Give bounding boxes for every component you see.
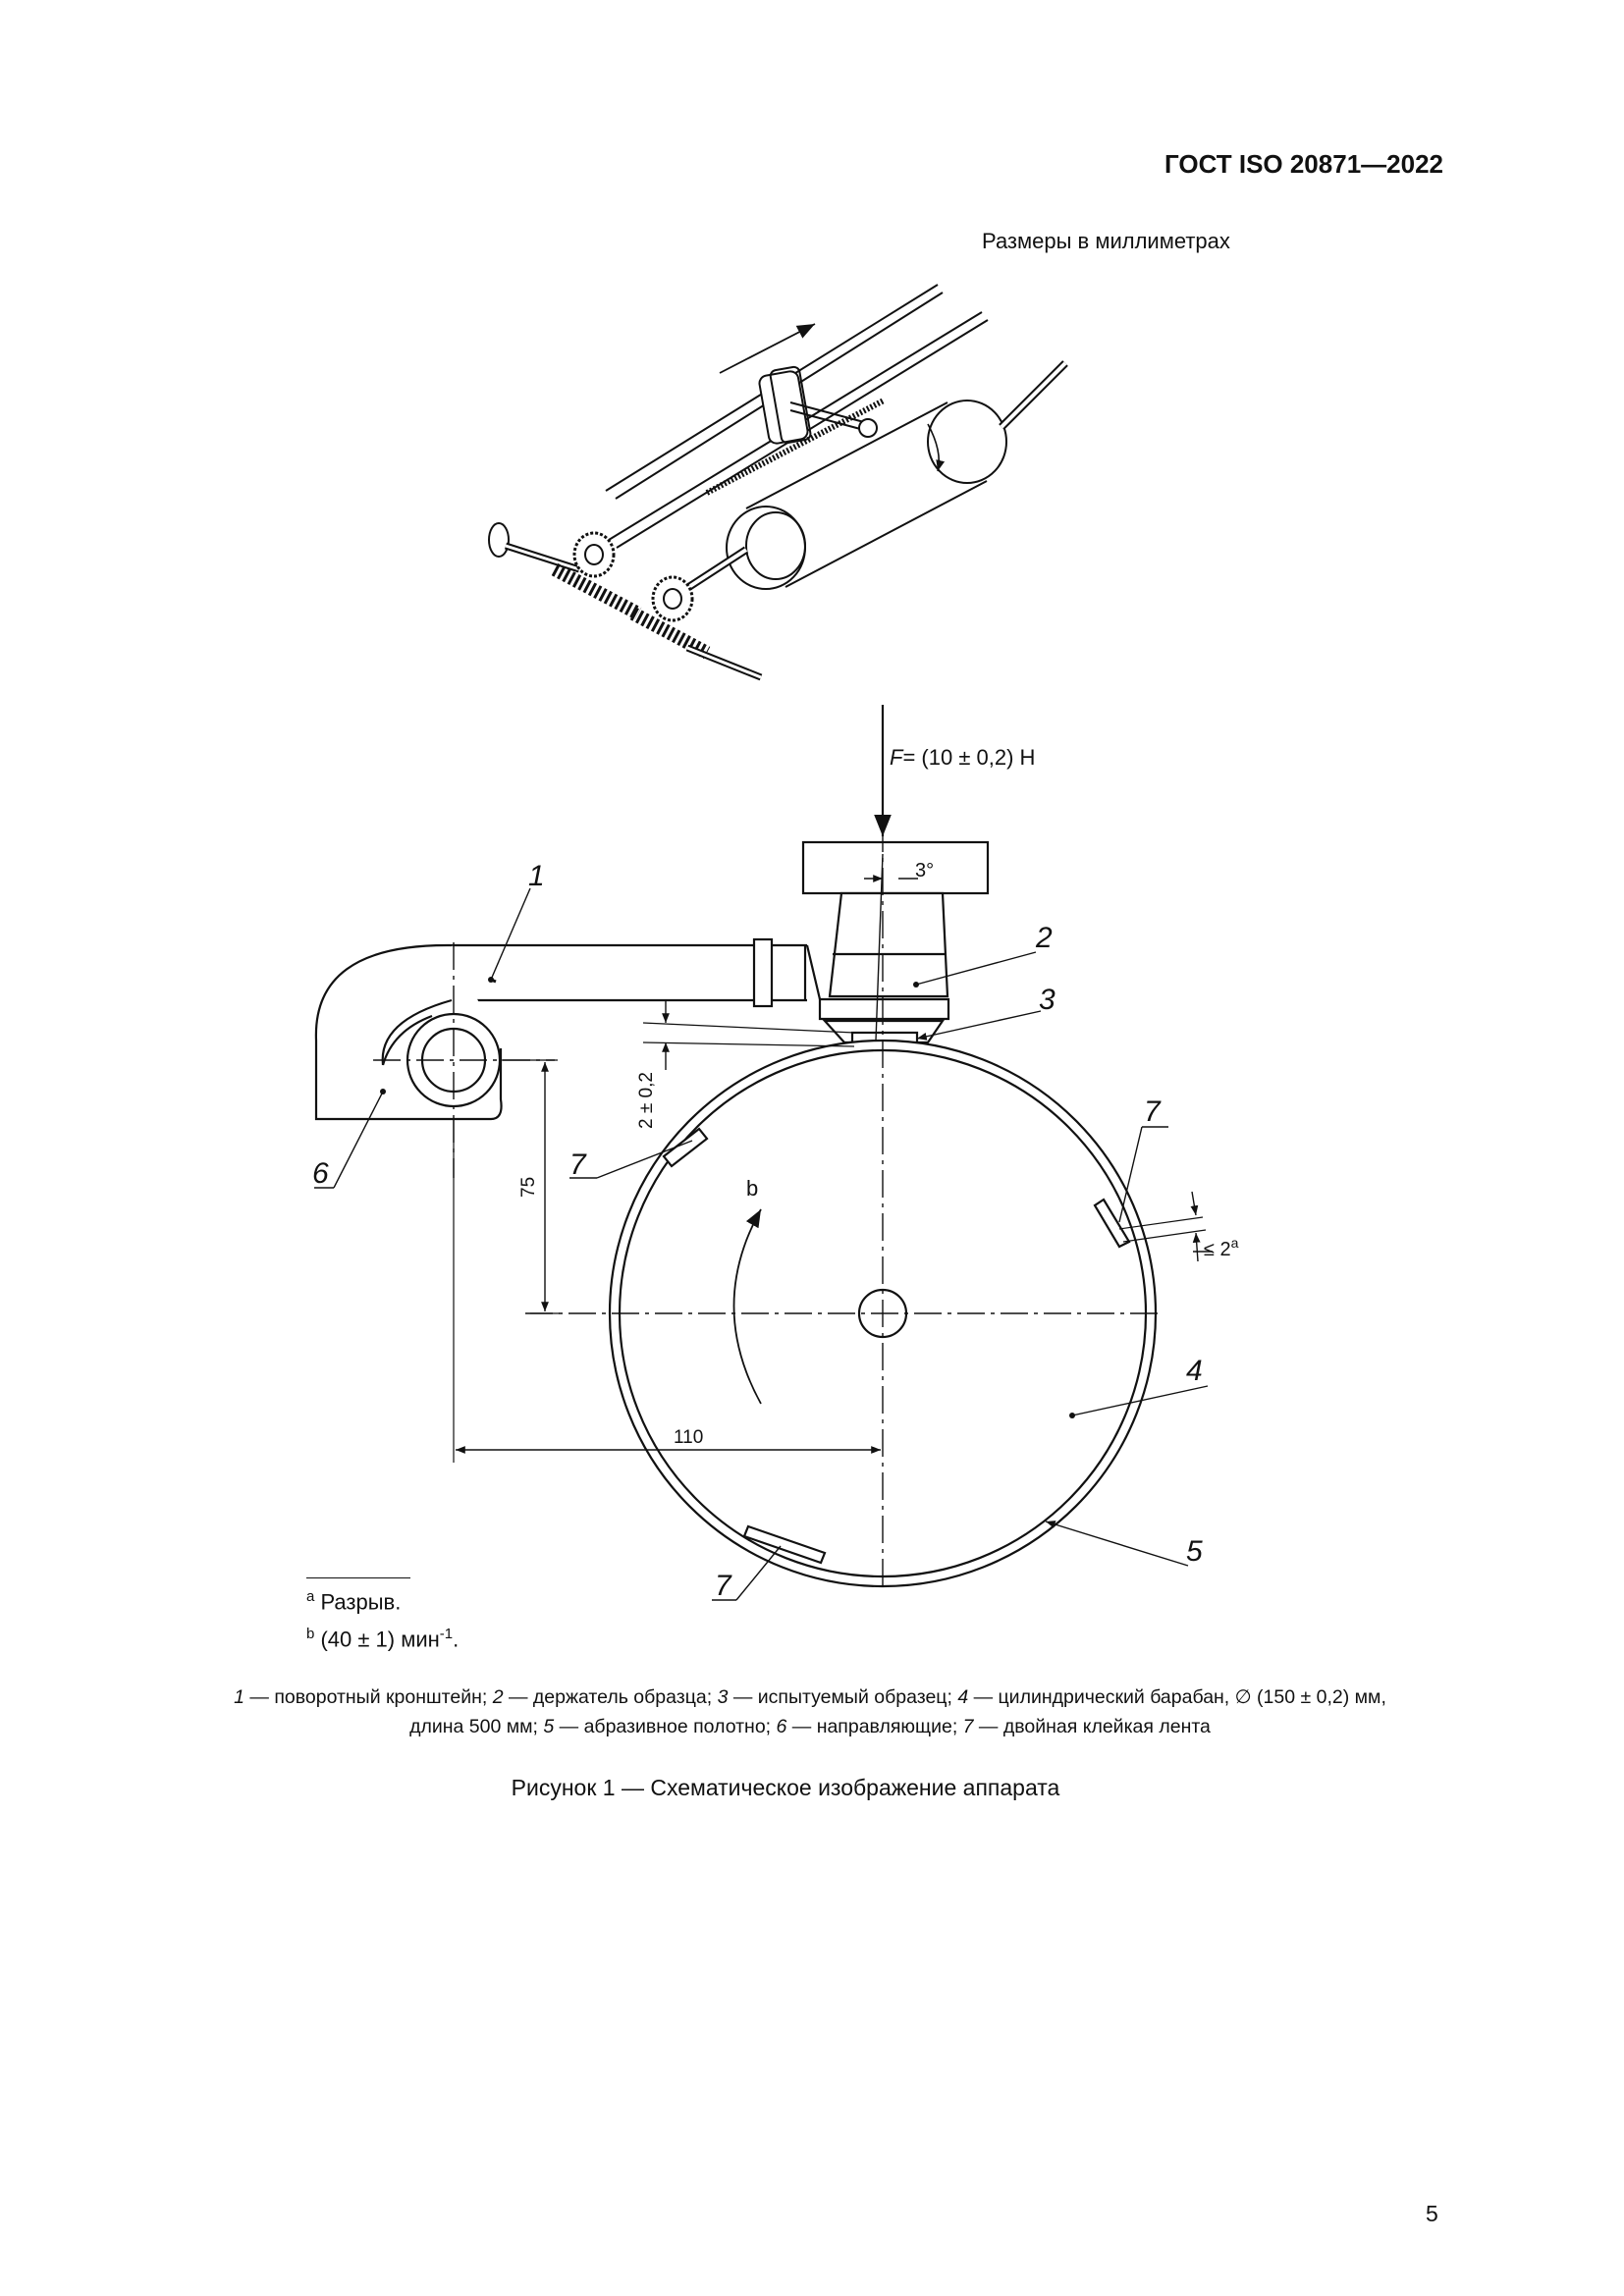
dimensions-note: Размеры в миллиметрах bbox=[982, 229, 1230, 253]
callout-dots bbox=[380, 977, 1075, 1418]
legend-line-1: 1 — поворотный кронштейн; 2 — держатель … bbox=[234, 1686, 1386, 1708]
force-arrow: F= (10 ± 0,2) Н bbox=[874, 705, 1035, 836]
callout-7b: 7 bbox=[1144, 1095, 1162, 1128]
force-label: = (10 ± 0,2) Н bbox=[902, 745, 1035, 770]
gap-label: 2 ± 0,2 bbox=[636, 1072, 657, 1129]
angle-label: 3° bbox=[915, 860, 934, 881]
svg-text:F= (10 ± 0,2) Н: F= (10 ± 0,2) Н bbox=[890, 745, 1035, 770]
legend-line-2: длина 500 мм; 5 — абразивное полотно; 6 … bbox=[409, 1716, 1211, 1737]
standard-id: ГОСТ ISO 20871—2022 bbox=[1164, 149, 1443, 179]
figure-caption: Рисунок 1 — Схематическое изображение ап… bbox=[511, 1775, 1060, 1800]
height-label: 75 bbox=[518, 1177, 539, 1198]
apparatus-figure: F= (10 ± 0,2) Н bbox=[312, 284, 1239, 1602]
callout-5: 5 bbox=[1186, 1535, 1203, 1568]
callout-2: 2 bbox=[1035, 922, 1053, 954]
callout-6: 6 bbox=[312, 1157, 329, 1190]
width-label: 110 bbox=[674, 1427, 703, 1448]
footnote-rule bbox=[306, 1577, 410, 1578]
callout-7c: 7 bbox=[715, 1570, 732, 1602]
force-symbol: F bbox=[890, 745, 904, 770]
footnote-a: a Разрыв. bbox=[306, 1588, 402, 1615]
callout-labels: 1 2 3 4 5 6 7 7 7 bbox=[312, 860, 1203, 1602]
tape-gap-label: ≤ 2a bbox=[1204, 1235, 1239, 1260]
callout-4: 4 bbox=[1186, 1355, 1203, 1387]
isometric-apparatus bbox=[488, 284, 1068, 681]
callout-7a: 7 bbox=[569, 1148, 587, 1181]
rotation-label: b bbox=[746, 1176, 758, 1201]
callout-1: 1 bbox=[528, 860, 545, 892]
figure-legend: 1 — поворотный кронштейн; 2 — держатель … bbox=[108, 1682, 1512, 1741]
footnote-b: b (40 ± 1) мин-1. bbox=[306, 1626, 460, 1652]
callout-3: 3 bbox=[1039, 984, 1056, 1016]
schematic bbox=[314, 825, 1213, 1601]
page-number: 5 bbox=[1426, 2201, 1438, 2226]
